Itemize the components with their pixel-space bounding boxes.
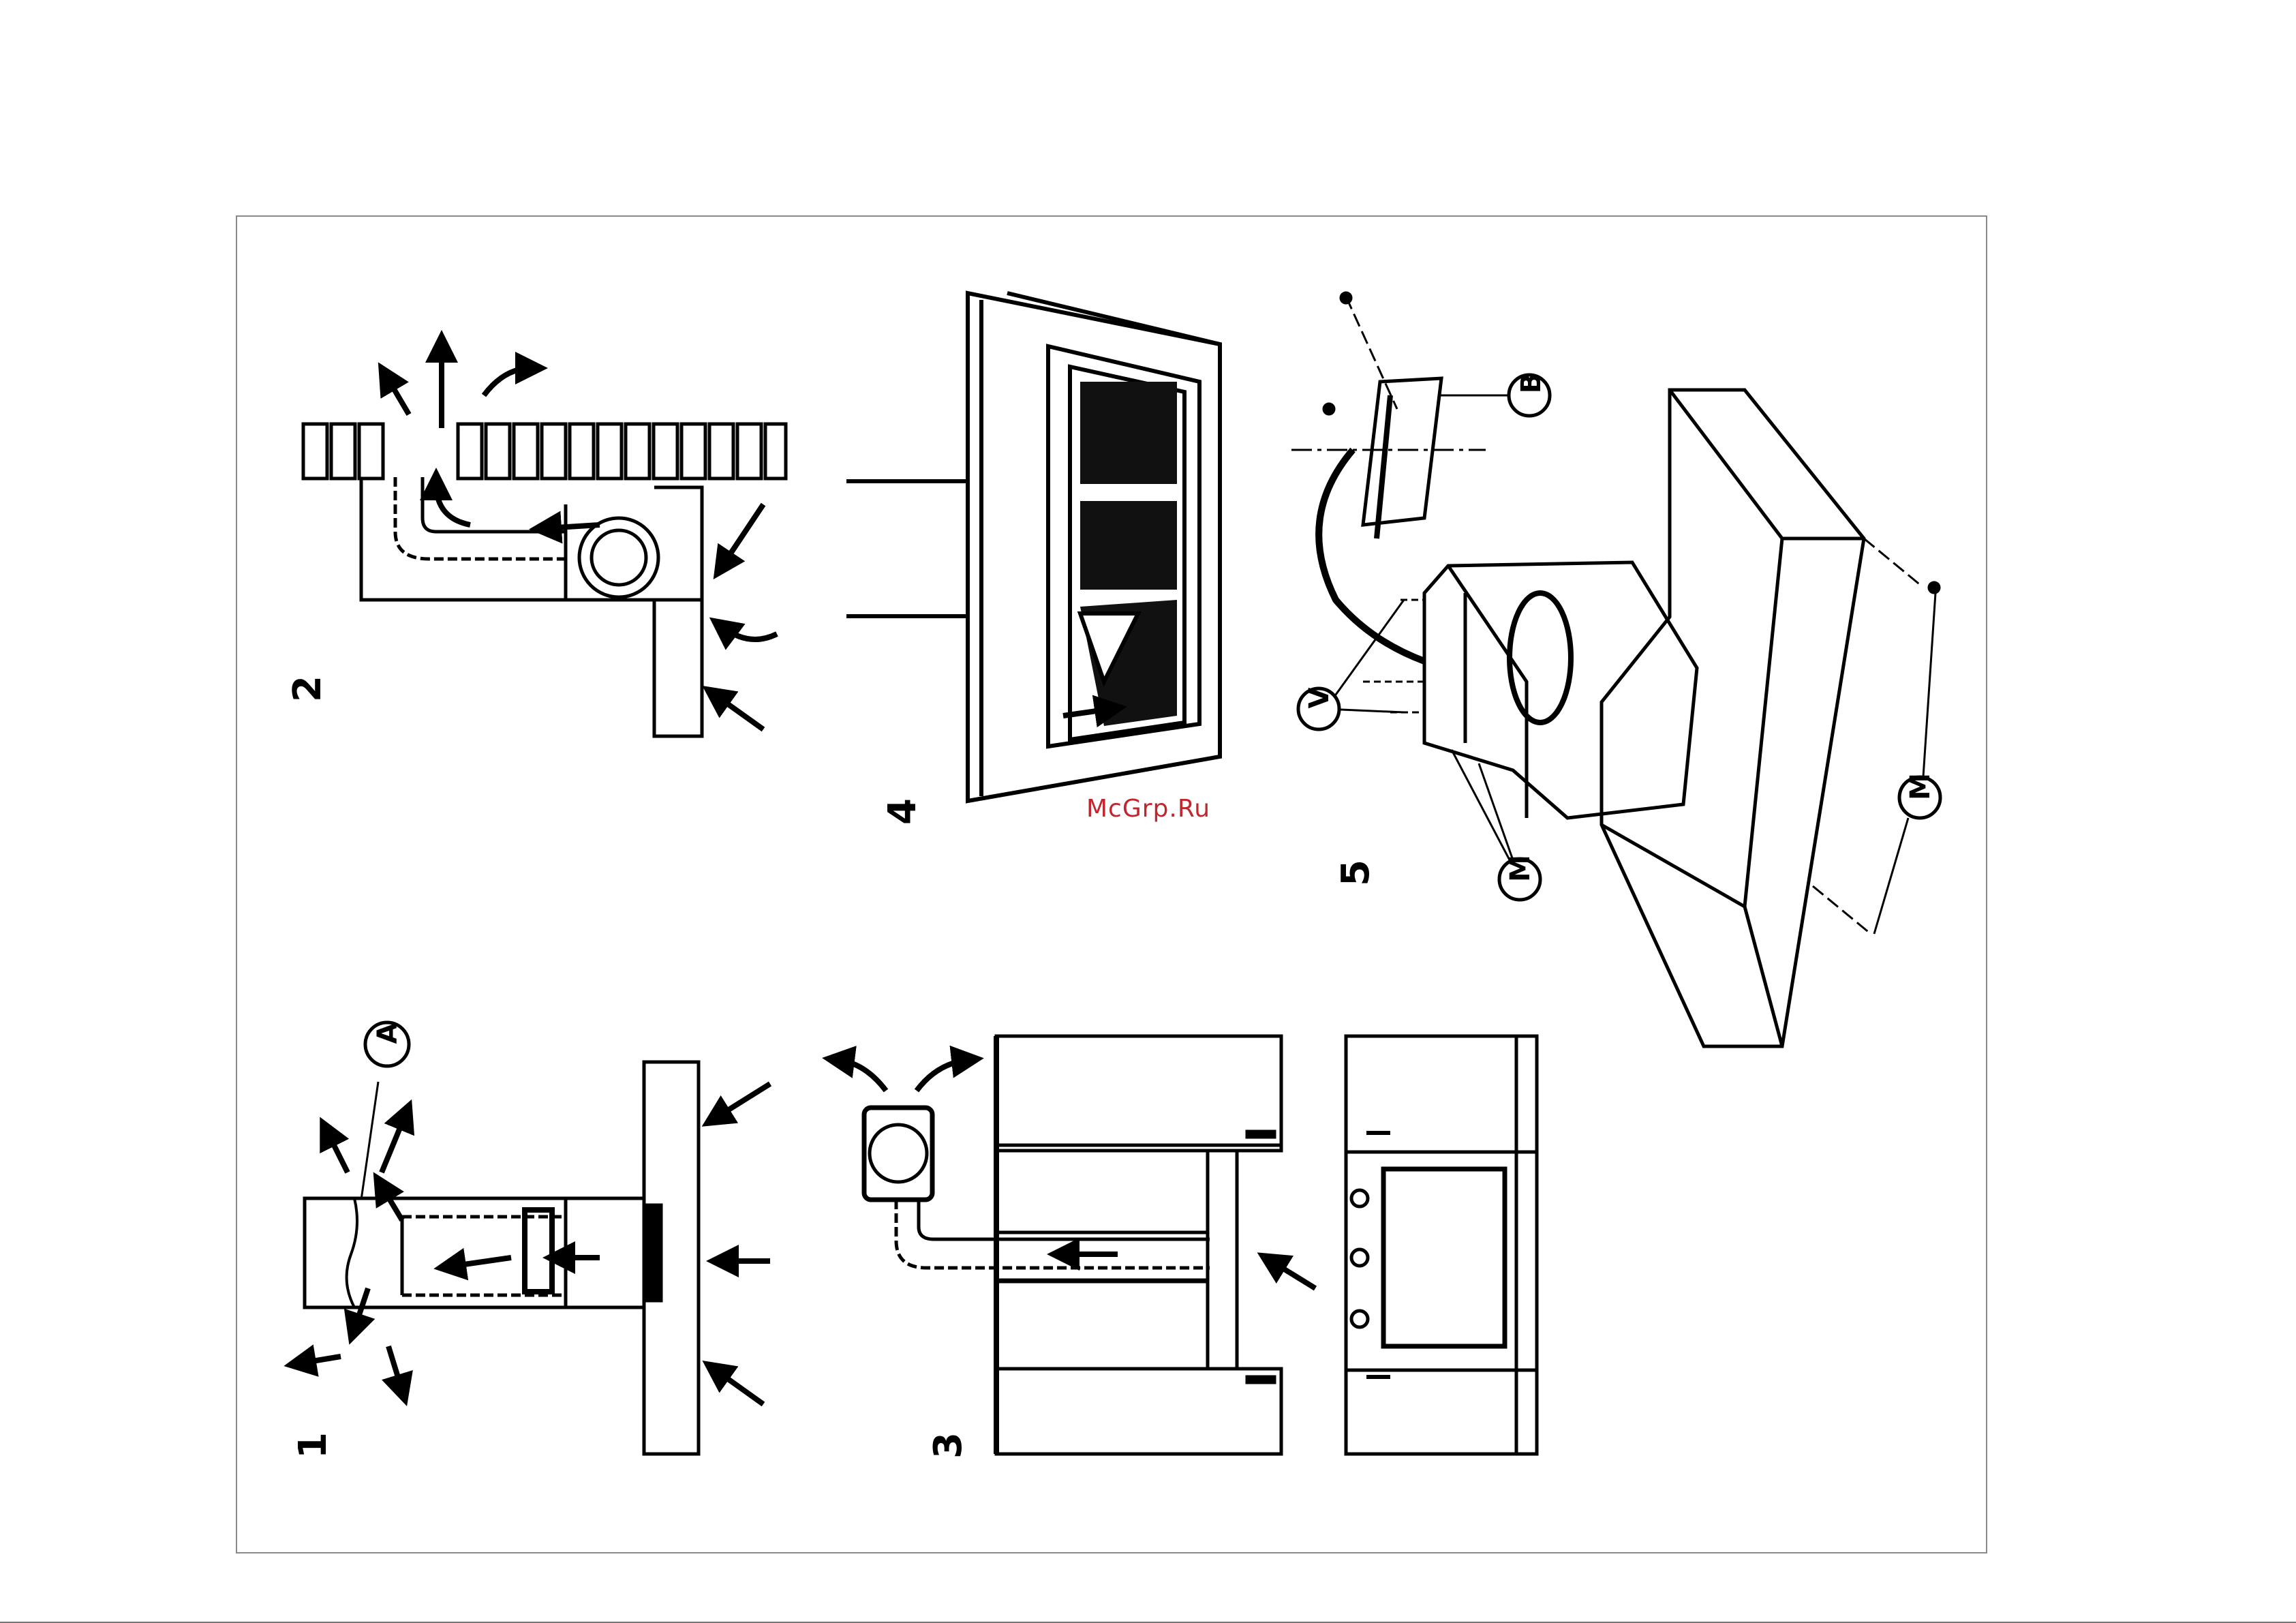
fan-unit (525, 1210, 552, 1292)
svg-text:V: V (1304, 687, 1335, 708)
svg-text:M: M (1505, 855, 1536, 882)
figure-5-number: 5 (1334, 860, 1378, 886)
duct-flange (1510, 593, 1571, 723)
mounting-bracket (1363, 378, 1441, 525)
svg-text:M: M (1905, 773, 1936, 800)
airflow-arrows (838, 1060, 1315, 1288)
filter-mesh-top (1080, 382, 1177, 484)
figure-1-number: 1 (291, 1432, 335, 1459)
brick-wall (303, 424, 786, 479)
side-cabinet (1346, 1036, 1537, 1454)
figure-1-recirculation (300, 1062, 770, 1454)
external-fan (864, 1108, 932, 1200)
callout-v: V (1298, 687, 1339, 729)
callout-m-left: M (1499, 855, 1540, 900)
callout-b: B (1509, 373, 1550, 416)
hood-canopy (1602, 390, 1864, 1046)
watermark: McGrp.Ru (1086, 795, 1210, 823)
callout-a: A (365, 1022, 409, 1066)
figure-3-number: 3 (926, 1432, 970, 1459)
figure-4-number: 4 (881, 798, 925, 825)
figure-5-hood-mounting (1291, 293, 1939, 1046)
callout-m-right: M (1899, 773, 1940, 818)
figure-4-grease-filter (846, 293, 1220, 801)
svg-text:B: B (1516, 373, 1547, 394)
lower-cabinet (996, 1280, 1208, 1369)
airflow-arrows (386, 346, 777, 729)
oven-window (1383, 1169, 1505, 1346)
svg-text:A: A (372, 1022, 403, 1044)
filter-mesh-middle (1080, 501, 1177, 590)
figure-2-duct-through-wall (303, 346, 786, 736)
figure-3-duct-cabinets (838, 1036, 1537, 1454)
figure-2-number: 2 (286, 676, 330, 702)
upper-cabinet (996, 1036, 1281, 1151)
